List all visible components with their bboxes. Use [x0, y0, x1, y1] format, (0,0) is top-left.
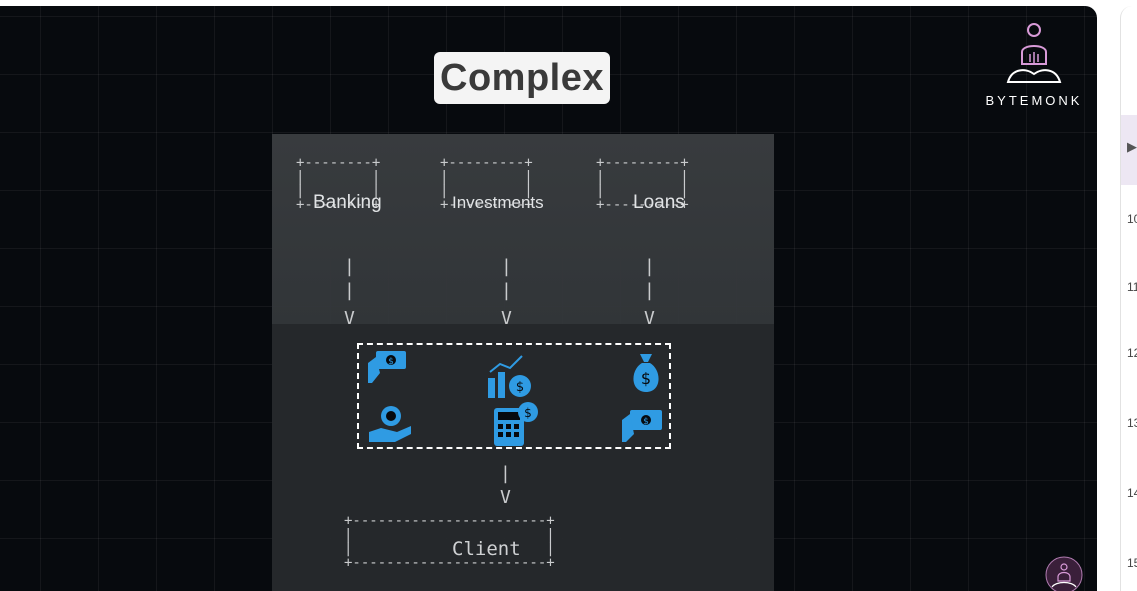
monk-logo-icon	[1006, 23, 1062, 83]
arrow-pipe-loans-1: |	[644, 256, 655, 277]
client-label: Client	[452, 538, 521, 560]
service-label-loans: Loans	[633, 192, 685, 213]
chart-growth-dollar-icon: $	[488, 355, 531, 398]
chapter-number[interactable]: 15	[1127, 556, 1137, 570]
slide-title-badge: Complex	[434, 52, 610, 104]
arrow-head-loans: V	[644, 308, 655, 329]
arrow-pipe-banking-2: |	[344, 280, 355, 301]
chapter-number[interactable]: 14	[1127, 486, 1137, 500]
svg-text:$: $	[643, 417, 649, 427]
slide-title: Complex	[440, 56, 604, 99]
chapters-sidebar	[1120, 6, 1137, 591]
channel-watermark-icon	[1045, 556, 1083, 591]
play-icon: ▶	[1127, 140, 1137, 155]
svg-text:$: $	[641, 369, 651, 388]
chapter-number[interactable]: 11	[1127, 280, 1137, 294]
diagram-panel-top	[272, 134, 774, 324]
hand-cash-icon: $	[622, 410, 662, 442]
services-icons-box	[357, 343, 671, 449]
diagram-panel	[272, 134, 774, 591]
client-box-border: +-----------------------+ | | | | +-----…	[344, 513, 555, 571]
arrow-pipe-banking-1: |	[344, 256, 355, 277]
svg-text:$: $	[516, 380, 524, 395]
svg-text:$: $	[524, 406, 532, 420]
service-label-investments: Investments	[452, 193, 544, 212]
brand-text: BYTEMONK	[985, 93, 1083, 108]
arrow-pipe-loans-2: |	[644, 280, 655, 301]
chapter-number[interactable]: 12	[1127, 346, 1137, 360]
chapter-number[interactable]: 13	[1127, 416, 1137, 430]
bytemonk-logo: BYTEMONK	[982, 18, 1086, 112]
service-label-banking: Banking	[313, 192, 382, 213]
loans-box-border: +---------+ | | | | +---------+	[596, 155, 689, 213]
arrow-head-investments: V	[501, 308, 512, 329]
arrow-head-client: V	[500, 487, 511, 508]
money-bag-icon: $	[633, 354, 659, 392]
arrow-pipe-investments-1: |	[501, 256, 512, 277]
calculator-coin-icon: $	[494, 402, 538, 446]
hand-money-icon: $	[368, 351, 406, 383]
chapter-item-active[interactable]	[1121, 115, 1137, 185]
arrow-pipe-investments-2: |	[501, 280, 512, 301]
banking-box-border: +--------+ | | | | +--------+	[296, 155, 381, 213]
video-player[interactable]: Complex +--------+ | | | | +--------+ +-…	[0, 6, 1097, 591]
arrow-head-banking: V	[344, 308, 355, 329]
chapter-number[interactable]: 10	[1127, 212, 1137, 226]
arrow-pipe-client: |	[500, 463, 511, 484]
svg-text:$: $	[388, 357, 394, 367]
hand-coin-icon	[369, 406, 411, 442]
investments-box-border: +---------+ | | | | +---------+	[440, 155, 533, 213]
